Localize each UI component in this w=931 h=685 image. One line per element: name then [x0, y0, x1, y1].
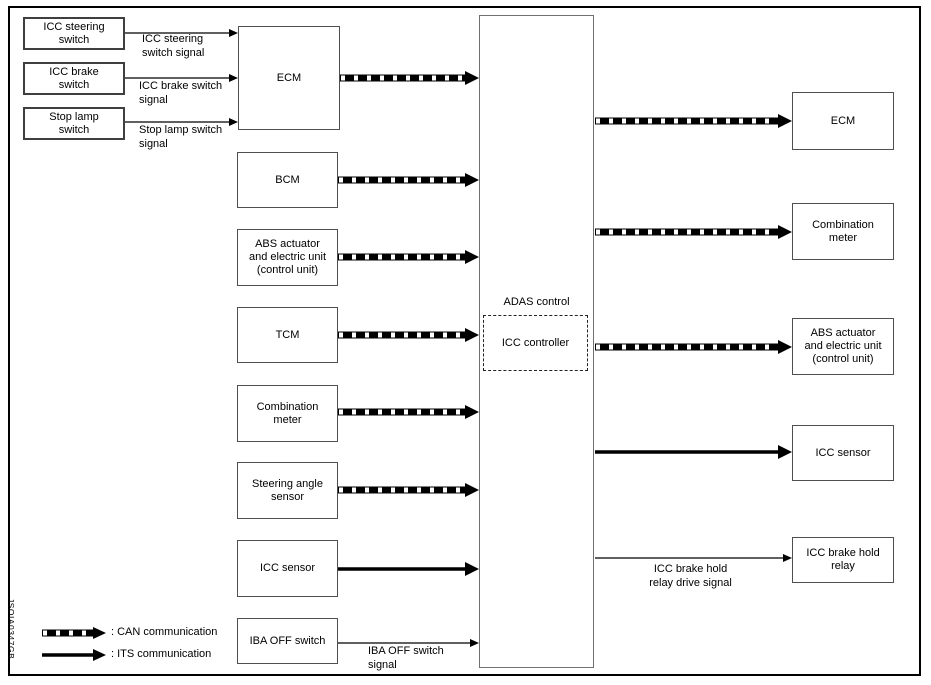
label-icc-steering-switch-signal: ICC steering switch signal: [142, 33, 205, 59]
can-arrow-tcm-in: [338, 328, 479, 342]
label-brake-hold-relay-drive-signal: ICC brake hold relay drive signal: [649, 563, 732, 589]
signal-arrow-icc-steering: [125, 29, 238, 37]
box-icc-sensor-output: ICC sensor: [792, 425, 894, 481]
can-arrow-combination-meter-in: [338, 405, 479, 419]
box-adas-control-unit: [479, 15, 594, 668]
can-arrow-combination-meter-out: [595, 225, 792, 239]
box-icc-controller: ICC controller: [483, 315, 588, 371]
legend-can-label: : CAN communication: [111, 626, 218, 638]
legend-can-arrow: [42, 627, 106, 639]
label-iba-off-switch-signal: IBA OFF switch signal: [368, 645, 444, 671]
box-stop-lamp-switch: Stop lamp switch: [23, 107, 125, 140]
label-icc-brake-switch-signal: ICC brake switch signal: [139, 80, 223, 106]
box-icc-steering-switch: ICC steering switch: [23, 17, 125, 50]
diagram-border: [8, 6, 921, 676]
its-arrow-icc-sensor-in: [338, 562, 479, 576]
box-ecm-output: ECM: [792, 92, 894, 150]
figure-code: JSOIA0347GB: [6, 598, 16, 660]
box-icc-brake-hold-relay: ICC brake hold relay: [792, 537, 894, 583]
can-arrow-bcm-in: [338, 173, 479, 187]
box-bcm: BCM: [237, 152, 338, 208]
box-abs-actuator-input: ABS actuator and electric unit (control …: [237, 229, 338, 286]
box-icc-sensor-input: ICC sensor: [237, 540, 338, 597]
can-arrow-ecm-in: [340, 71, 479, 85]
legend-its-arrow: [42, 649, 106, 661]
signal-arrow-brake-hold-relay: [595, 554, 792, 562]
box-steering-angle-sensor: Steering angle sensor: [237, 462, 338, 519]
can-arrow-abs-in: [338, 250, 479, 264]
label-stop-lamp-switch-signal: Stop lamp switch signal: [139, 124, 223, 150]
box-combination-meter-input: Combination meter: [237, 385, 338, 442]
signal-arrow-icc-brake: [125, 74, 238, 82]
label-adas-control: ADAS control: [503, 296, 570, 308]
its-arrow-icc-sensor-out: [595, 445, 792, 459]
box-combination-meter-output: Combination meter: [792, 203, 894, 260]
legend-its-label: : ITS communication: [111, 648, 212, 660]
signal-arrow-iba-off: [338, 639, 479, 647]
box-icc-brake-switch: ICC brake switch: [23, 62, 125, 95]
signal-arrow-stop-lamp: [125, 118, 238, 126]
can-arrow-steering-angle-in: [338, 483, 479, 497]
can-arrow-ecm-out: [595, 114, 792, 128]
box-iba-off-switch: IBA OFF switch: [237, 618, 338, 664]
box-ecm-input: ECM: [238, 26, 340, 130]
can-arrow-abs-out: [595, 340, 792, 354]
box-tcm: TCM: [237, 307, 338, 363]
box-abs-actuator-output: ABS actuator and electric unit (control …: [792, 318, 894, 375]
